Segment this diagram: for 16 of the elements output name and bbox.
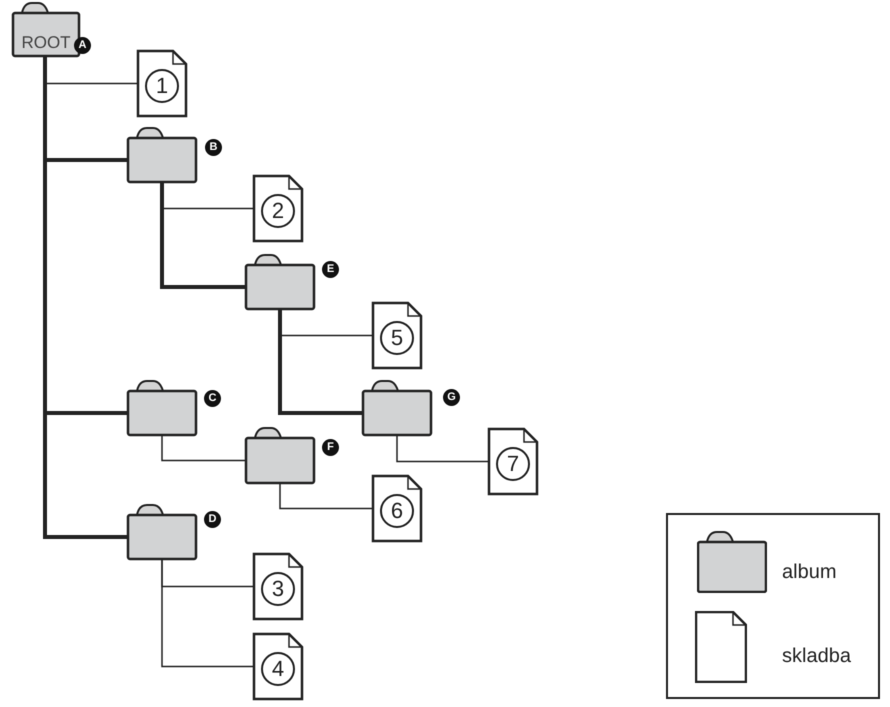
letter-badge: F xyxy=(322,439,339,456)
tree-line xyxy=(279,484,372,510)
tree-line xyxy=(161,560,253,668)
legend-text: skladba xyxy=(782,645,851,668)
folder-label: ROOT xyxy=(20,33,72,53)
tree-line xyxy=(161,436,245,462)
tree-line xyxy=(160,183,245,289)
letter-badge: B xyxy=(205,139,222,156)
letter-badge: G xyxy=(443,389,460,406)
tree-line xyxy=(396,436,488,462)
letter-badge: A xyxy=(74,37,91,54)
legend-text: album xyxy=(782,561,836,584)
tree-line xyxy=(278,310,362,415)
letter-badge: E xyxy=(322,261,339,278)
letter-badge: C xyxy=(204,390,221,407)
letter-badge: D xyxy=(204,511,221,528)
